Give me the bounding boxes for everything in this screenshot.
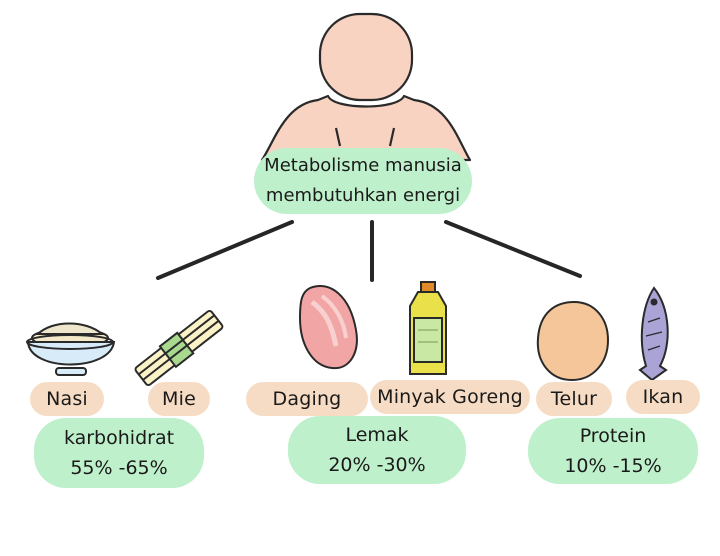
category-range: 10% -15% [564, 455, 662, 477]
food-label-text: Telur [550, 388, 598, 410]
center-line-1: Metabolisme manusia [264, 155, 462, 176]
food-label-mie: Mie [148, 382, 210, 416]
category-name: Lemak [345, 424, 409, 446]
egg-icon [536, 300, 610, 382]
food-label-text: Ikan [642, 386, 684, 408]
category-name: karbohidrat [63, 427, 175, 449]
category-protein: Protein 10% -15% [528, 418, 698, 484]
connector-lines [156, 220, 582, 282]
category-karbohidrat: karbohidrat 55% -65% [34, 418, 204, 488]
noodle-icon [134, 309, 224, 386]
category-range: 20% -30% [328, 454, 426, 476]
meat-icon [298, 285, 358, 370]
food-label-telur: Telur [536, 382, 612, 416]
rice-bowl-icon [26, 322, 116, 376]
food-label-ikan: Ikan [626, 380, 700, 414]
food-label-minyak-goreng: Minyak Goreng [370, 380, 530, 414]
food-label-text: Nasi [46, 388, 88, 410]
category-range: 55% -65% [70, 457, 168, 479]
cooking-oil-bottle-icon [409, 281, 447, 375]
food-label-text: Mie [162, 388, 196, 410]
person-icon [260, 12, 472, 162]
category-lemak: Lemak 20% -30% [288, 416, 466, 484]
fish-icon [638, 286, 669, 382]
center-label: Metabolisme manusia membutuhkan energi [254, 148, 472, 214]
center-line-2: membutuhkan energi [265, 185, 461, 206]
food-label-daging: Daging [246, 382, 368, 416]
food-label-text: Daging [272, 388, 342, 410]
food-label-text: Minyak Goreng [377, 386, 523, 408]
category-name: Protein [579, 425, 647, 447]
food-label-nasi: Nasi [30, 382, 104, 416]
